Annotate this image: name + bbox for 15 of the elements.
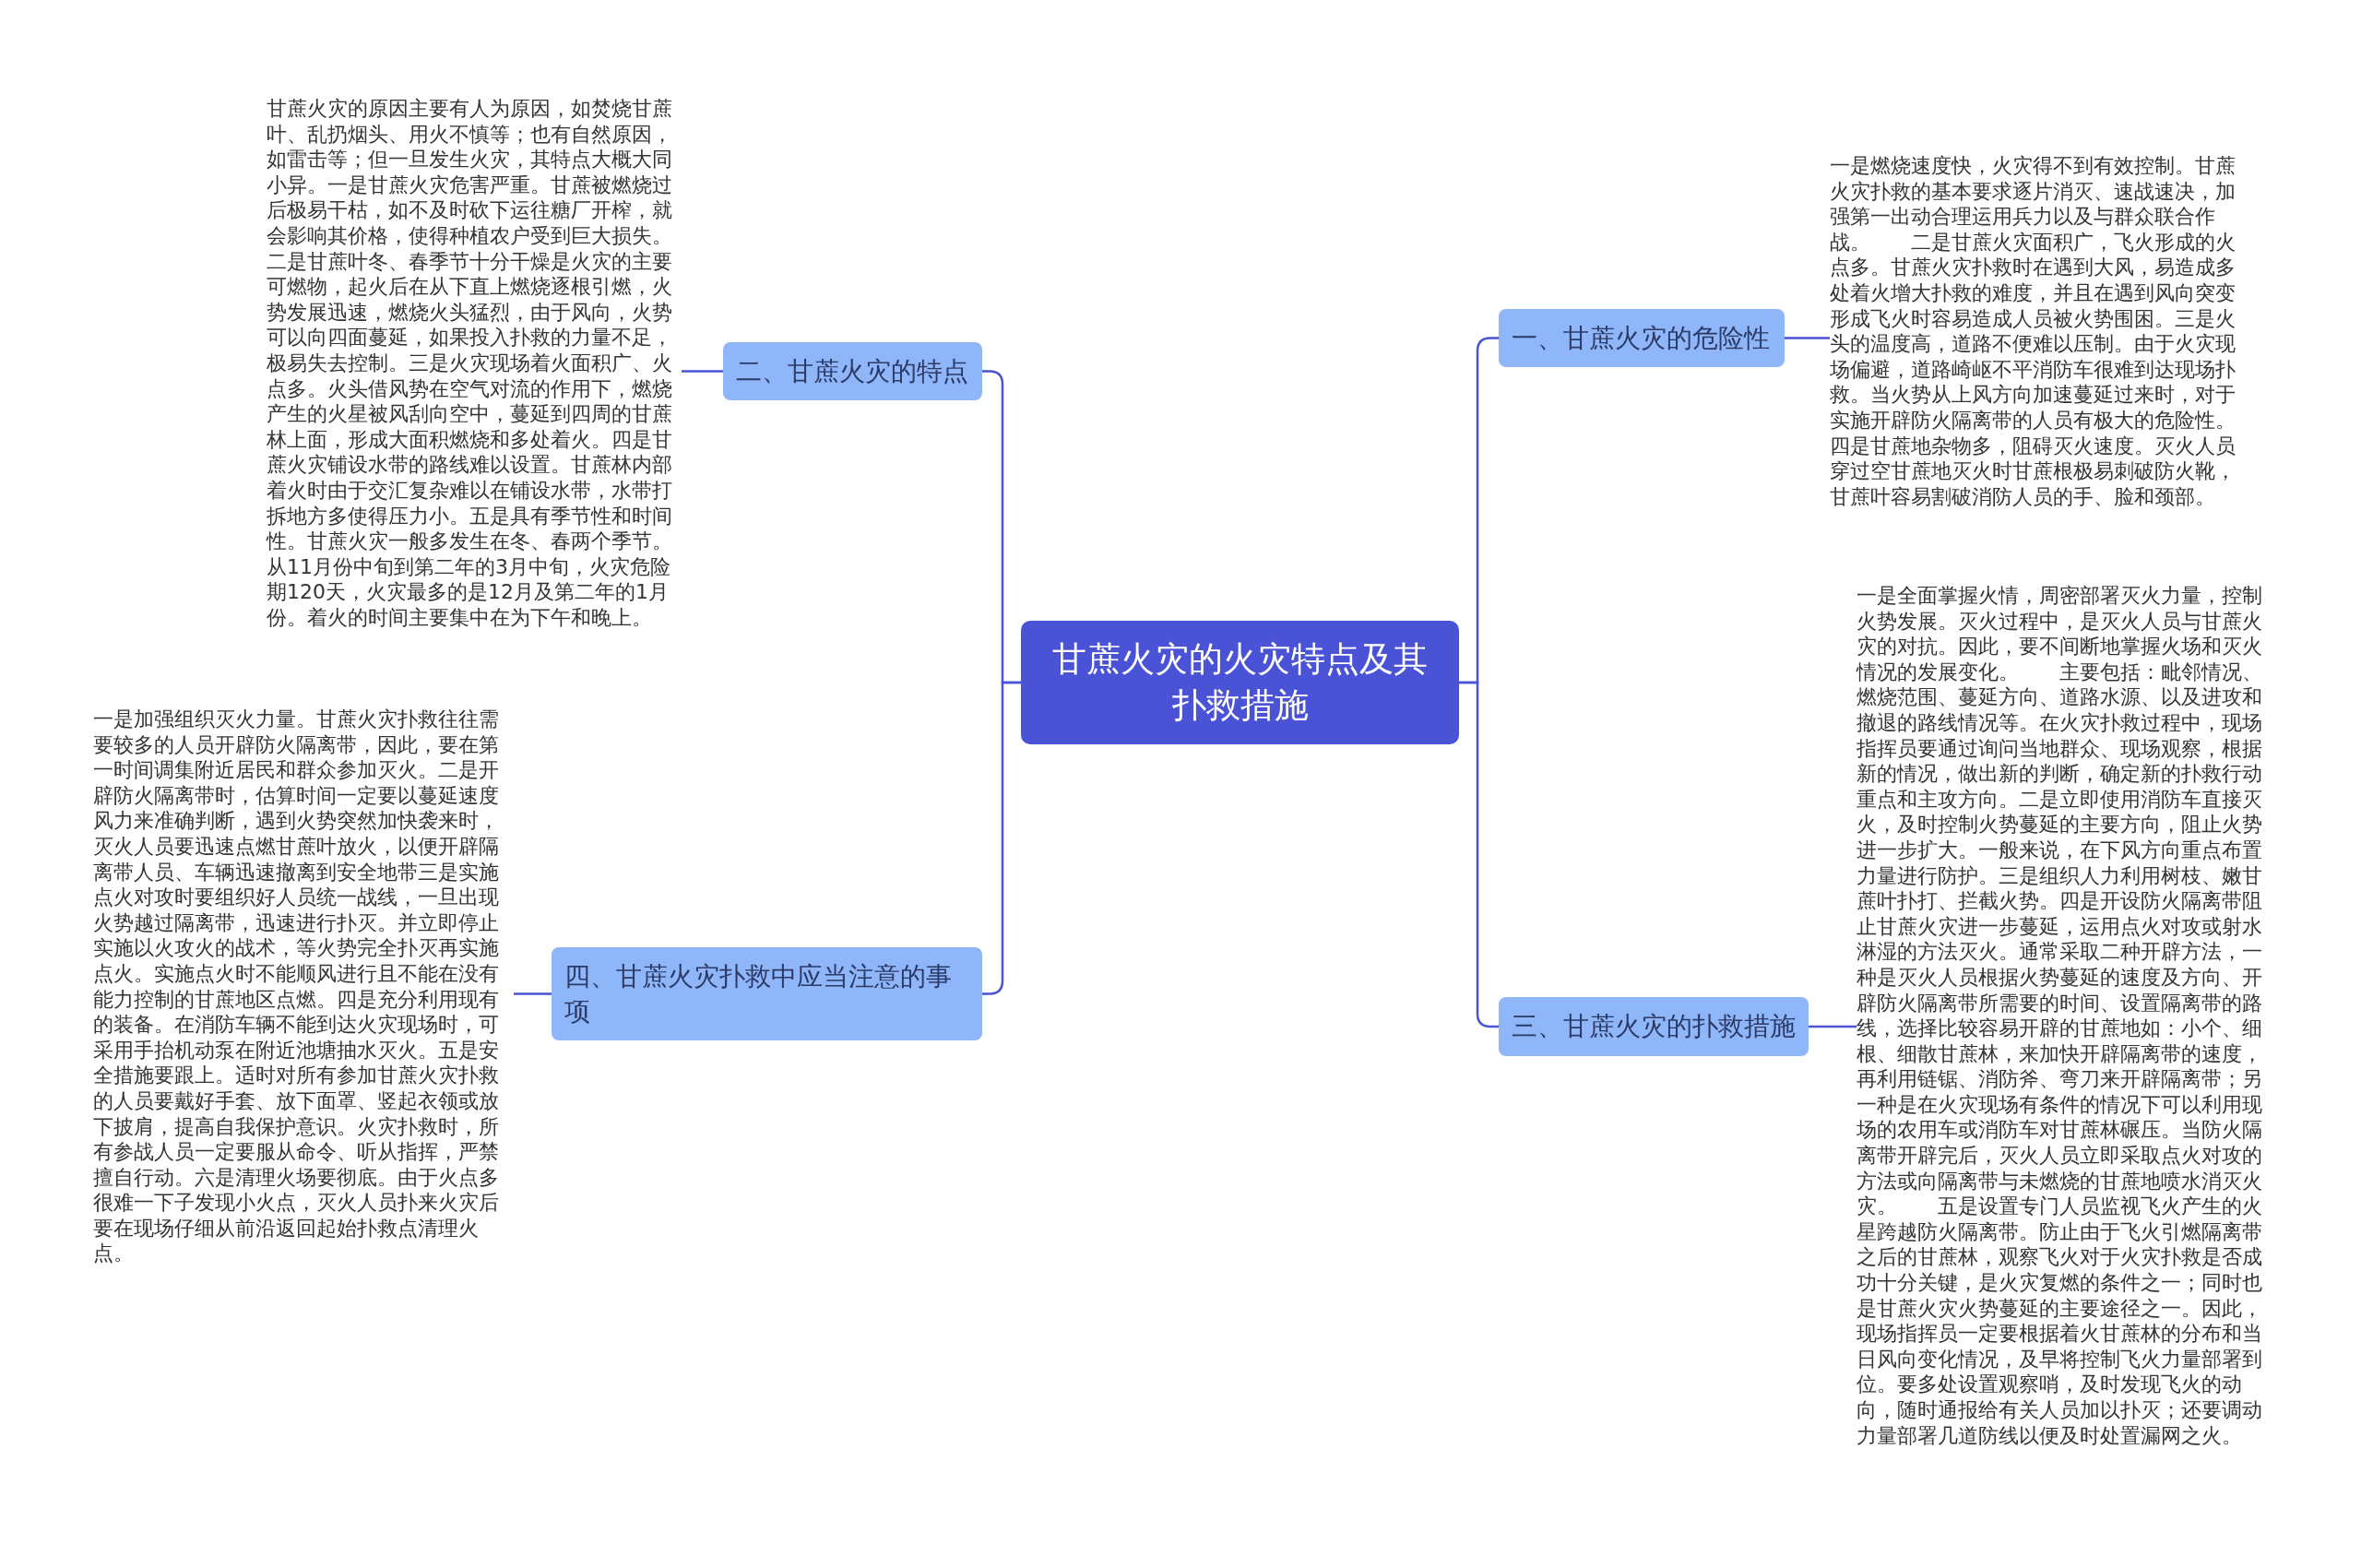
topic-box: 二、甘蔗火灾的特点 bbox=[723, 342, 982, 400]
connector-line bbox=[682, 370, 723, 373]
connector-line bbox=[1785, 337, 1830, 339]
connector-line bbox=[1459, 681, 1499, 1028]
connector-line bbox=[514, 992, 552, 995]
topic-box: 三、甘蔗火灾的扑救措施 bbox=[1499, 997, 1809, 1056]
topic-box: 四、甘蔗火灾扑救中应当注意的事项 bbox=[552, 947, 982, 1040]
topic-note: 一是燃烧速度快，火灾得不到有效控制。甘蔗火灾扑救的基本要求逐片消灭、速战速决，加强第一出动合理运用兵力以及与群众联合作战。 二是甘蔗火灾面积广，飞火形成的火点多。甘蔗火灾扑救时在遇到大风，易造成多处着火增大扑救的难度，并且在遇到风向突变形成飞火时容易造成人员被火势围困。三是火头的温度高，道路不便难以压制。由于火灾现场偏避，道路崎岖不平消防车很难到达现场扑救。当火势从上风方向加速蔓延过来时，对于实施开辟防火隔离带的人员有极大的危险性。四是甘蔗地杂物多，阻碍灭火速度。灭火人员穿过空甘蔗地灭火时甘蔗根极易刺破防火靴，甘蔗叶容易割破消防人员的手、脸和颈部。 bbox=[1830, 153, 2247, 510]
topic-note: 一是加强组织灭火力量。甘蔗火灾扑救往往需要较多的人员开辟防火隔离带，因此，要在第一时间调集附近居民和群众参加灭火。二是开辟防火隔离带时，估算时间一定要以蔓延速度风力来准确判断，遇到火势突然加快袭来时，灭火人员要迅速点燃甘蔗叶放火，以便开辟隔离带人员、车辆迅速撤离到安全地带三是实施点火对攻时要组织好人员统一战线，一旦出现火势越过隔离带，迅速进行扑灭。并立即停止实施以火攻火的战术，等火势完全扑灭再实施点火。实施点火时不能顺风进行且不能在没有能力控制的甘蔗地区点燃。四是充分利用现有的装备。在消防车辆不能到达火灾现场时，可采用手抬机动泵在附近池塘抽水灭火。五是安全措施要跟上。适时对所有参加甘蔗火灾扑救的人员要戴好手套、放下面罩、竖起衣领或放下披肩，提高自我保护意识。火灾扑救时，所有参战人员一定要服从命令、听从指挥，严禁擅自行动。六是清理火场要彻底。由于火点多很难一下子发现小火点，灭火人员扑来火灾后要在现场仔细从前沿返回起始扑救点清理火点。 bbox=[93, 707, 514, 1267]
connector-line bbox=[982, 681, 1021, 995]
connector-line bbox=[1809, 1025, 1857, 1028]
topic-note: 甘蔗火灾的原因主要有人为原因，如焚烧甘蔗叶、乱扔烟头、用火不慎等；也有自然原因，如雷击等；但一旦发生火灾，其特点大概大同小异。一是甘蔗火灾危害严重。甘蔗被燃烧过后极易干枯，如不及时砍下运往糖厂开榨，就会影响其价格，使得种植农户受到巨大损失。二是甘蔗叶冬、春季节十分干燥是火灾的主要可燃物，起火后在从下直上燃烧逐根引燃，火势发展迅速，燃烧火头猛烈，由于风向，火势可以向四面蔓延，如果投入扑救的力量不足，极易失去控制。三是火灾现场着火面积广、火点多。火头借风势在空气对流的作用下，燃烧产生的火星被风刮向空中，蔓延到四周的甘蔗林上面，形成大面积燃烧和多处着火。四是甘蔗火灾铺设水带的路线难以设置。甘蔗林内部着火时由于交汇复杂难以在铺设水带，水带打拆地方多使得压力小。五是具有季节性和时间性。甘蔗火灾一般多发生在冬、春两个季节。从11月份中旬到第二年的3月中旬，火灾危险期120天，火灾最多的是12月及第二年的1月份。着火的时间主要集中在为下午和晚上。 bbox=[267, 96, 682, 631]
topic-note: 一是全面掌握火情，周密部署灭火力量，控制火势发展。灭火过程中，是灭火人员与甘蔗火灾的对抗。因此，要不间断地掌握火场和灭火情况的发展变化。 主要包括：毗邻情况、燃烧范围、蔓延方向、道路水源、以及进攻和撤退的路线情况等。在火灾扑救过程中，现场指挥员要通过询问当地群众、现场观察，根据新的情况，做出新的判断，确定新的扑救行动重点和主攻方向。二是立即使用消防车直接灭火，及时控制火势蔓延的主要方向，阻止火势进一步扩大。一般来说，在下风方向重点布置力量进行防护。三是组织人力利用树枝、嫩甘蔗叶扑打、拦截火势。四是开设防火隔离带阻止甘蔗火灾进一步蔓延，运用点火对攻或射水淋湿的方法灭火。通常采取二种开辟方法，一种是灭火人员根据火势蔓延的速度及方向、开辟防火隔离带所需要的时间、设置隔离带的路线，选择比较容易开辟的甘蔗地如：小个、细根、细散甘蔗林，来加快开辟隔离带的速度，再利用链锯、消防斧、弯刀来开辟隔离带；另一种是在火灾现场有条件的情况下可以利用现场的农用车或消防车对甘蔗林碾压。当防火隔离带开辟完后，灭火人员立即采取点火对攻的方法或向隔离带与未燃烧的甘蔗地喷水消灭火灾。 五是设置专门人员监视飞火产生的火星跨越防火隔离带。防止由于飞火引燃隔离带之后的甘蔗林，观察飞火对于火灾扑救是否成功十分关键，是火灾复燃的条件之一；同时也是甘蔗火灾火势蔓延的主要途径之一。因此，现场指挥员一定要根据着火甘蔗林的分布和当日风向变化情况，及早将控制飞火力量部署到位。要多处设置观察哨，及时发现飞火的动向，随时通报给有关人员加以扑灭；还要调动力量部署几道防线以便及时处置漏网之火。 bbox=[1857, 583, 2270, 1449]
topic-box: 一、甘蔗火灾的危险性 bbox=[1499, 309, 1785, 367]
central-topic-box: 甘蔗火灾的火灾特点及其扑救措施 bbox=[1021, 621, 1459, 744]
